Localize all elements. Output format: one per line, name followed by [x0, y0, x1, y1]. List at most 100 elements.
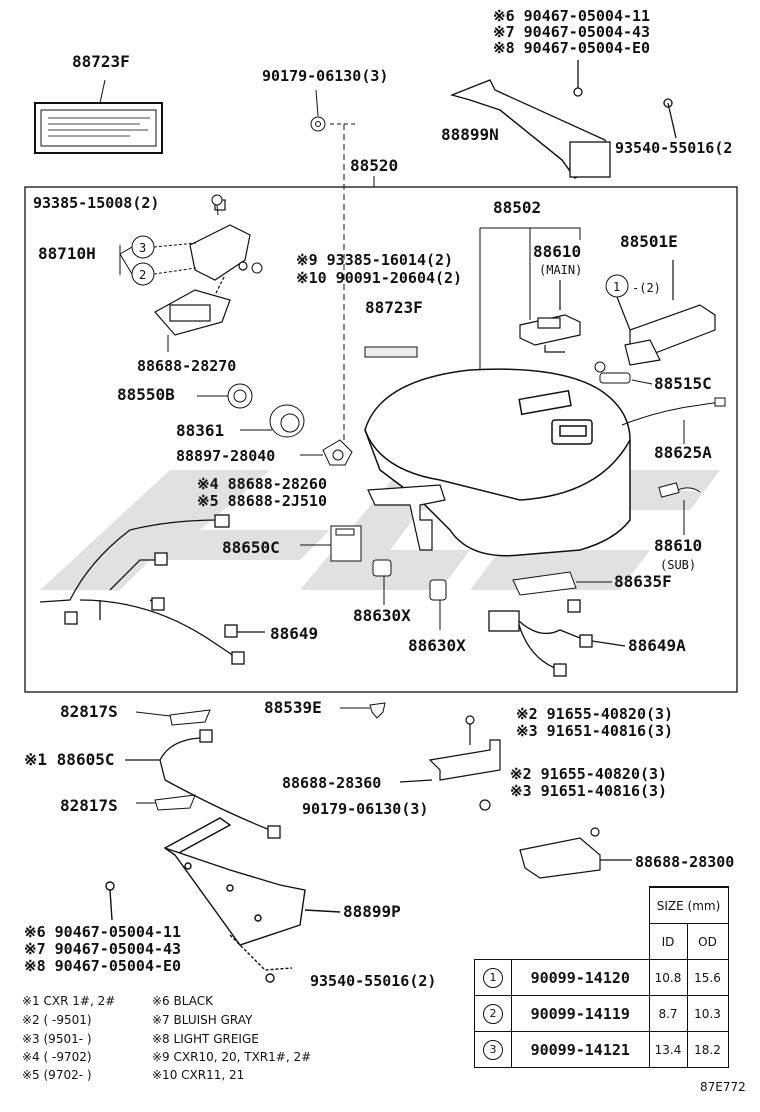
- label-88899n: 88899N: [441, 125, 499, 144]
- label-bottom-screw-1: ※6 90467-05004-11: [24, 923, 182, 941]
- caution-label-icon: [34, 79, 163, 154]
- label-screw-1: ※6 90467-05004-11: [493, 7, 651, 25]
- note-3: ※3 (9501- ): [22, 1032, 92, 1046]
- table-row: 1 90099-14120 10.8 15.6: [474, 959, 729, 996]
- label-91651-b: ※3 91651-40816(3): [510, 782, 668, 800]
- label-91651-a: ※3 91651-40816(3): [516, 722, 674, 740]
- callout-3: 3: [139, 241, 147, 255]
- circle-1: 1: [483, 967, 503, 988]
- lock-assembly-88710h-icon: [154, 199, 251, 336]
- callout-2: 2: [139, 268, 147, 282]
- label-88649a: 88649A: [628, 636, 686, 655]
- label-88688-28270: 88688-28270: [137, 357, 237, 375]
- clip-88539e-icon: [340, 702, 386, 719]
- label-88688-2j510: ※5 88688-2J510: [197, 492, 327, 510]
- part-number: 90099-14121: [511, 1031, 650, 1068]
- rear-box-88502-icon: [364, 368, 631, 557]
- note-5: ※5 (9702- ): [22, 1068, 92, 1082]
- cable-88625a-icon: [621, 397, 726, 444]
- label-91655-a: ※2 91655-40820(3): [516, 705, 674, 723]
- lamp-88361-icon: [266, 404, 305, 438]
- label-88688-28260: ※4 88688-28260: [197, 475, 327, 493]
- bracket-88688-28260-icon: [367, 484, 446, 551]
- note-7: ※7 BLUISH GRAY: [152, 1013, 253, 1027]
- label-88610-sub-tag: (SUB): [660, 558, 697, 572]
- label-88635f: 88635F: [614, 572, 672, 591]
- label-88723f-mid: 88723F: [365, 298, 423, 317]
- id-value: 13.4: [648, 1031, 688, 1068]
- table-row: 3 90099-14121 13.4 18.2: [474, 1031, 729, 1068]
- harness-88649a-icon: [488, 599, 626, 677]
- label-88610-main: (MAIN): [539, 263, 583, 277]
- id-value: 10.8: [648, 959, 688, 996]
- label-82817s-1: 82817S: [60, 702, 118, 721]
- label-88899p: 88899P: [343, 902, 401, 921]
- bracket-88899p-icon: [105, 817, 341, 983]
- label-93540-top: 93540-55016(2: [615, 139, 733, 157]
- col-od: OD: [686, 923, 729, 960]
- part-number: 90099-14119: [511, 995, 650, 1032]
- label-90179-bottom: 90179-06130(3): [302, 800, 429, 818]
- label-88688-28300: 88688-28300: [635, 853, 735, 871]
- relay-88650c-icon: [325, 525, 362, 562]
- note-6: ※6 BLACK: [152, 994, 213, 1008]
- label-88610-sub: 88610: [654, 536, 703, 555]
- label-93385-15008: 93385-15008(2): [33, 194, 160, 212]
- label-88649: 88649: [270, 624, 319, 643]
- label-88630x-2: 88630X: [408, 636, 466, 655]
- sub-switch-88610-icon: [658, 482, 701, 535]
- connector-88630x-icon: [372, 559, 447, 630]
- label-screw-3: ※8 90467-05004-E0: [493, 39, 651, 57]
- label-93540-bottom: 93540-55016(2): [310, 972, 437, 990]
- label-90091: ※10 90091-20604(2): [296, 269, 463, 287]
- label-88501e: 88501E: [620, 232, 678, 251]
- label-88550b: 88550B: [117, 385, 175, 404]
- size-header: SIZE (mm): [648, 887, 729, 924]
- bracket-88899n-icon: [449, 60, 677, 179]
- table-row: 2 90099-14119 8.7 10.3: [474, 995, 729, 1032]
- socket-88550b-icon: [197, 383, 253, 409]
- note-2: ※2 ( -9501): [22, 1013, 92, 1027]
- callout-1: 1: [613, 280, 621, 294]
- illustration-code: 87E772: [700, 1080, 746, 1094]
- lamp-88635f-icon: [512, 571, 612, 596]
- od-value: 10.3: [686, 995, 729, 1032]
- note-10: ※10 CXR11, 21: [152, 1068, 245, 1082]
- circle-2: 2: [483, 1003, 503, 1024]
- note-4: ※4 ( -9702): [22, 1050, 92, 1064]
- label-88502: 88502: [493, 198, 542, 217]
- note-1: ※1 CXR 1#, 2#: [22, 994, 116, 1008]
- label-88539e: 88539E: [264, 698, 322, 717]
- label-bottom-screw-3: ※8 90467-05004-E0: [24, 957, 182, 975]
- size-table: SIZE (mm) ID OD 1 90099-14120 10.8 15.6 …: [474, 886, 729, 1068]
- label-88520: 88520: [350, 156, 399, 175]
- label-88688-28360: 88688-28360: [282, 774, 382, 792]
- label-88610: 88610: [533, 242, 582, 261]
- bracket-88688-28300-icon: [519, 827, 632, 879]
- nut-icon: [310, 89, 355, 440]
- label-screw-2: ※7 90467-05004-43: [493, 23, 651, 41]
- bulb-88515c-icon: [594, 361, 653, 385]
- switch-88610-icon: [519, 280, 581, 353]
- label-88710h: 88710H: [38, 244, 96, 263]
- label-82817s-2: 82817S: [60, 796, 118, 815]
- label-88650c: 88650C: [222, 538, 280, 557]
- label-bottom-screw-2: ※7 90467-05004-43: [24, 940, 182, 958]
- label-88723f: 88723F: [72, 52, 130, 71]
- note-9: ※9 CXR10, 20, TXR1#, 2#: [152, 1050, 312, 1064]
- leader-lines: [119, 176, 581, 546]
- label-88625a: 88625A: [654, 443, 712, 462]
- handle-88501e-icon: [616, 260, 716, 366]
- label-91655-b: ※2 91655-40820(3): [510, 765, 668, 783]
- harness-88649-icon: [39, 514, 265, 665]
- bracket-88688-28360-icon: [399, 715, 501, 811]
- note-8: ※8 LIGHT GREIGE: [152, 1032, 259, 1046]
- od-value: 18.2: [686, 1031, 729, 1068]
- part-number: 90099-14120: [511, 959, 650, 996]
- label-88361: 88361: [176, 421, 225, 440]
- label-88630x-1: 88630X: [353, 606, 411, 625]
- cable-88605c-icon: [125, 729, 281, 839]
- id-value: 8.7: [648, 995, 688, 1032]
- od-value: 15.6: [686, 959, 729, 996]
